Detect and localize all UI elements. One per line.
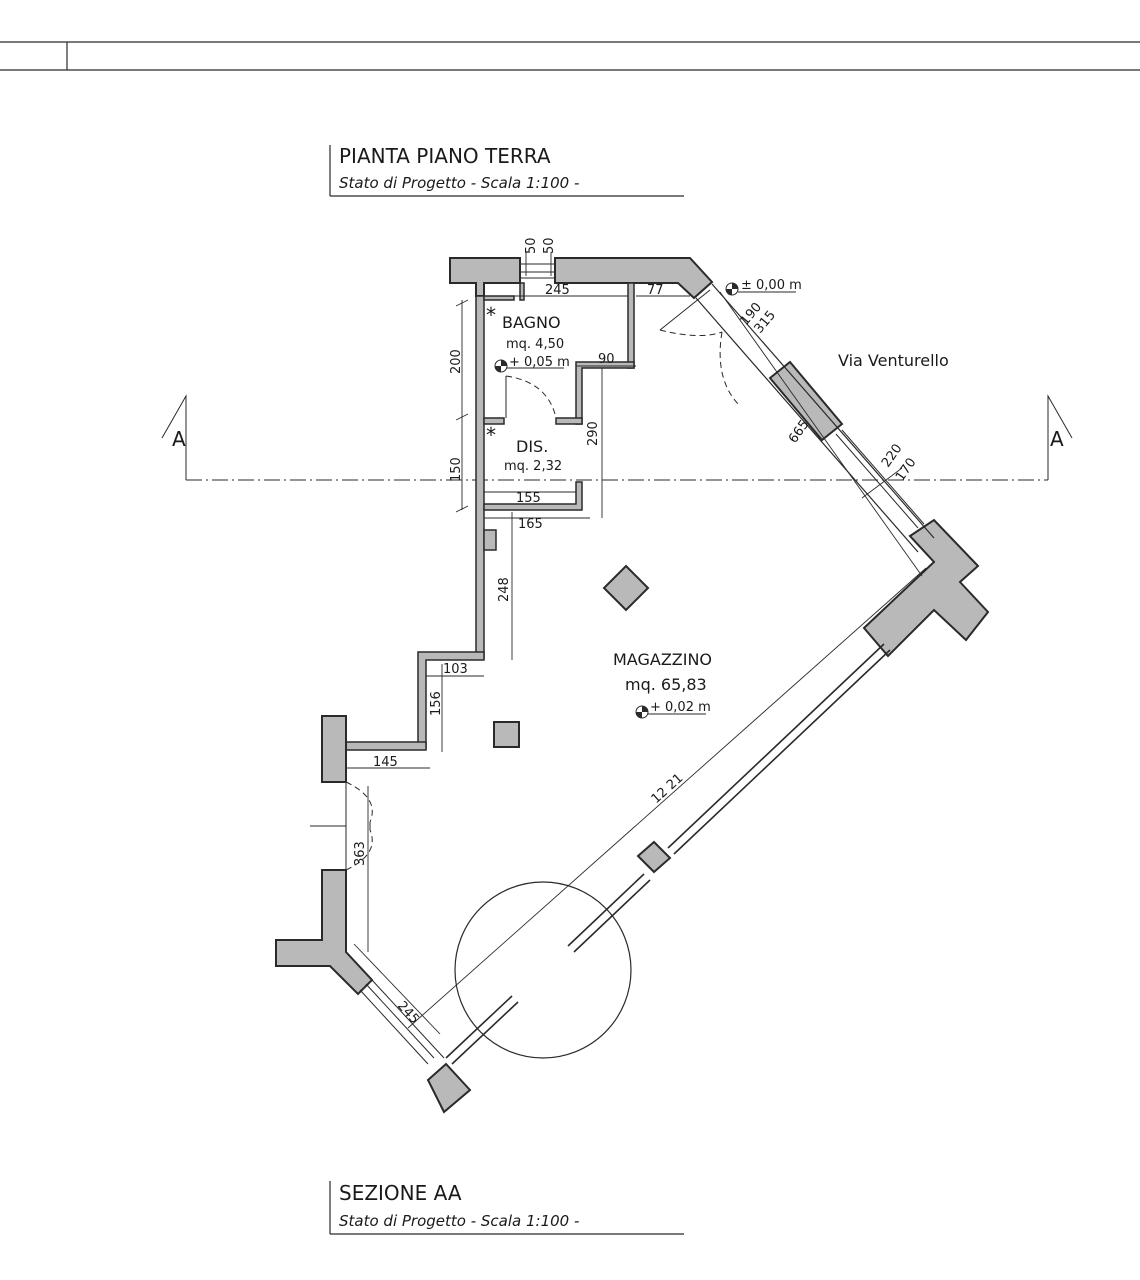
section-subtitle: Stato di Progetto - Scala 1:100 -	[339, 1212, 579, 1230]
room-name-magazzino: MAGAZZINO	[613, 650, 712, 669]
dim-50-a: 50	[524, 237, 539, 254]
dim-90: 90	[598, 352, 615, 367]
dimension-lines	[346, 252, 927, 1035]
dim-150: 150	[449, 457, 464, 482]
dim-156: 156	[429, 691, 444, 716]
room-dis: DIS. mq. 2,32	[504, 437, 562, 474]
walls	[275, 257, 990, 1114]
street-label: Via Venturello	[838, 351, 949, 370]
room-area-magazzino: mq. 65,83	[625, 675, 707, 694]
dim-245-top: 245	[545, 283, 570, 298]
room-name-dis: DIS.	[516, 437, 548, 456]
room-level-bagno: + 0,05 m	[509, 355, 570, 370]
dim-200: 200	[449, 349, 464, 374]
level-markers	[494, 282, 796, 719]
turning-circle	[454, 881, 632, 1059]
dim-155: 155	[516, 491, 541, 506]
level-marker-bagno	[494, 359, 564, 373]
dim-165: 165	[518, 517, 543, 532]
dimension-texts: 50 50 245 77 190 315 200 90 290 150 155 …	[353, 237, 920, 1027]
dim-145: 145	[373, 755, 398, 770]
dim-103: 103	[443, 662, 468, 677]
section-arrow-left	[161, 394, 187, 439]
section-arrow-right	[1047, 394, 1073, 439]
dim-50-b: 50	[542, 237, 557, 254]
doors	[310, 289, 741, 871]
dim-290: 290	[586, 421, 601, 446]
extractor-symbol-dis: *	[486, 423, 496, 447]
plan-title: PIANTA PIANO TERRA	[339, 144, 551, 168]
section-line-aa: A A	[161, 394, 1073, 481]
dim-248: 248	[497, 577, 512, 602]
plan-subtitle: Stato di Progetto - Scala 1:100 -	[339, 174, 579, 192]
sheet-header-frame	[0, 41, 1140, 71]
section-marker-right: A	[1050, 427, 1064, 451]
dim-77: 77	[647, 283, 664, 298]
room-level-magazzino: + 0,02 m	[650, 700, 711, 715]
extractor-symbol-bagno: *	[486, 303, 496, 327]
dim-1221: 12 21	[649, 771, 687, 807]
room-area-dis: mq. 2,32	[504, 459, 562, 474]
section-title: SEZIONE AA	[339, 1181, 462, 1205]
glazed-facade	[359, 283, 935, 1065]
section-title-block: SEZIONE AA Stato di Progetto - Scala 1:1…	[329, 1181, 684, 1235]
room-magazzino: MAGAZZINO mq. 65,83 + 0,02 m	[613, 650, 712, 715]
plan-title-block: PIANTA PIANO TERRA Stato di Progetto - S…	[329, 144, 684, 197]
level-marker-entrance	[725, 282, 796, 296]
room-bagno: BAGNO mq. 4,50 + 0,05 m	[502, 313, 570, 370]
room-area-bagno: mq. 4,50	[506, 337, 564, 352]
section-marker-left: A	[172, 427, 186, 451]
level-marker-magazzino	[635, 705, 706, 719]
entrance-level: ± 0,00 m	[741, 278, 802, 293]
dim-363: 363	[353, 841, 368, 866]
dim-245-bottom: 245	[394, 999, 422, 1027]
room-name-bagno: BAGNO	[502, 313, 561, 332]
